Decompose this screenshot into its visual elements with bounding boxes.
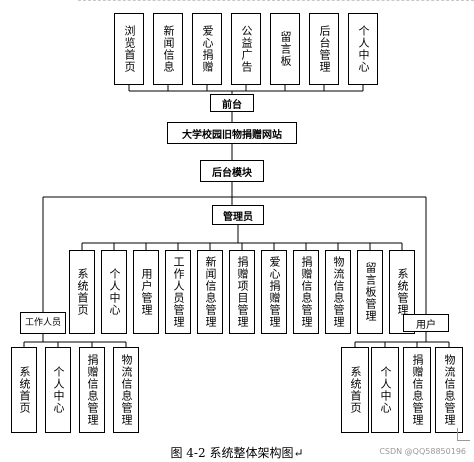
staff-label: 工作人员	[24, 317, 61, 328]
admin-label: 管理员	[223, 211, 253, 223]
admin-module-item: 个人中心	[101, 250, 127, 334]
connector-lines	[23, 85, 450, 347]
staff-module-item: 系统首页	[11, 347, 37, 433]
admin-module-item-label: 新闻信息管理	[204, 256, 217, 328]
system-label: 大学校园旧物捐赠网站	[182, 129, 282, 141]
user-module-item-label: 系统首页	[349, 366, 362, 414]
user-module-item: 捐赠信息管理	[403, 347, 431, 433]
frontend-module-item-label: 爱心捐赠	[201, 25, 214, 73]
staff-module-item: 捐赠信息管理	[79, 347, 105, 433]
user-module-item: 系统首页	[341, 347, 369, 433]
staff-node: 工作人员	[20, 312, 66, 334]
admin-module-item-label: 工作人员管理	[172, 256, 185, 328]
admin-module-item-label: 系统首页	[76, 268, 89, 316]
figure-caption: 图 4-2 系统整体架构图↵	[170, 446, 304, 460]
staff-module-item-label: 捐赠信息管理	[86, 354, 99, 426]
admin-module-item-label: 系统管理	[396, 268, 409, 316]
admin-node: 管理员	[212, 205, 264, 225]
staff-module-item: 个人中心	[45, 347, 71, 433]
admin-module-item: 用户管理	[133, 250, 159, 334]
admin-module-item-label: 捐赠信息管理	[300, 256, 313, 328]
admin-module-item: 新闻信息管理	[197, 250, 223, 334]
frontend-module-item: 浏览首页	[114, 13, 144, 85]
admin-module-item-label: 爱心捐赠管理	[268, 256, 281, 328]
frontend-module-item-label: 公益广告	[240, 25, 253, 73]
frontend-module-item: 留言板	[270, 13, 300, 85]
staff-module-item: 物流信息管理	[113, 347, 139, 433]
user-module-item-label: 捐赠信息管理	[411, 354, 424, 426]
frontend-module-item: 公益广告	[231, 13, 261, 85]
admin-module-item-label: 留言板管理	[364, 262, 377, 322]
frontend-module-item: 爱心捐赠	[192, 13, 222, 85]
page-edge-mark	[78, 0, 474, 3]
user-label: 用户	[416, 319, 436, 331]
frontend-module-item: 后台管理	[309, 13, 339, 85]
user-module-item: 物流信息管理	[435, 347, 463, 433]
frontend-label: 前台	[222, 99, 242, 111]
frontend-module-item-label: 新闻信息	[162, 25, 175, 73]
admin-module-item-label: 捐赠项目管理	[236, 256, 249, 328]
admin-module-item: 系统首页	[69, 250, 95, 334]
frontend-module-item-label: 留言板	[279, 31, 292, 67]
user-module-item-label: 个人中心	[379, 366, 392, 414]
backend-label: 后台模块	[212, 167, 252, 179]
frontend-module-item-label: 个人中心	[357, 25, 370, 73]
admin-module-item: 爱心捐赠管理	[261, 250, 287, 334]
admin-module-item: 捐赠项目管理	[229, 250, 255, 334]
admin-module-item-label: 物流信息管理	[332, 256, 345, 328]
admin-module-item: 捐赠信息管理	[293, 250, 319, 334]
admin-module-item-label: 用户管理	[140, 268, 153, 316]
admin-module-item: 工作人员管理	[165, 250, 191, 334]
user-module-item: 个人中心	[371, 347, 399, 433]
crop-mark	[457, 428, 470, 441]
user-node: 用户	[403, 314, 449, 332]
system-root-node: 大学校园旧物捐赠网站	[167, 122, 297, 144]
frontend-node: 前台	[210, 94, 254, 112]
admin-module-item: 留言板管理	[357, 250, 383, 334]
backend-node: 后台模块	[200, 160, 264, 182]
admin-module-item-label: 个人中心	[108, 268, 121, 316]
staff-module-item-label: 个人中心	[52, 366, 65, 414]
frontend-module-item: 新闻信息	[153, 13, 183, 85]
watermark: CSDN @QQ58850196	[379, 447, 466, 456]
frontend-module-item: 个人中心	[348, 13, 378, 85]
frontend-module-item-label: 后台管理	[318, 25, 331, 73]
staff-module-item-label: 物流信息管理	[120, 354, 133, 426]
frontend-module-item-label: 浏览首页	[123, 25, 136, 73]
staff-module-item-label: 系统首页	[18, 366, 31, 414]
user-module-item-label: 物流信息管理	[443, 354, 456, 426]
admin-module-item: 物流信息管理	[325, 250, 351, 334]
